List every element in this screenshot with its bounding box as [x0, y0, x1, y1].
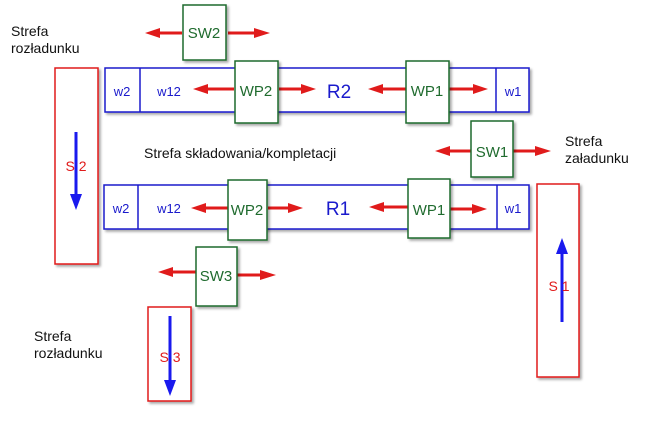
zone-unload-bottom-line2: rozładunku [34, 345, 103, 361]
conveyor-s2-label: S 2 [65, 158, 86, 174]
carriage-r1-wp1: WP1 [407, 178, 451, 239]
conveyor-s2-arrow-head [70, 194, 82, 210]
carriage-r2-wp2: WP2 [234, 60, 279, 124]
switch-sw3-label: SW3 [200, 268, 233, 285]
conveyor-s1-box [536, 183, 580, 378]
arrow-sw1-right [513, 146, 551, 156]
rail-r1-w-right: w1 [504, 201, 522, 216]
arrow-r1-wp2-right [268, 203, 303, 213]
rail-r2-w-right: w1 [504, 84, 522, 99]
arrow-r1-wp1-right [450, 204, 487, 214]
rail-r2-label: R2 [327, 82, 351, 103]
zone-load-label: Strefa załadunku [565, 133, 629, 167]
carriage-r2-wp2-box [234, 60, 279, 124]
conveyor-s1: S 1 [536, 183, 580, 378]
conveyor-s3-label: S 3 [159, 349, 180, 365]
conveyor-s3: S 3 [147, 306, 192, 402]
carriage-r1-wp1-box [407, 178, 451, 239]
arrow-sw1-left [435, 146, 471, 156]
carriage-r2-wp1: WP1 [405, 60, 450, 124]
zone-unload-top-label: Strefa rozładunku [11, 23, 80, 57]
zone-unload-top-line2: rozładunku [11, 40, 80, 56]
zone-load-line2: załadunku [565, 150, 629, 166]
arrow-sw3-right [237, 270, 276, 280]
carriage-r1-wp2-label: WP2 [231, 202, 264, 219]
rail-r1-w-left: w2 [112, 201, 130, 216]
conveyor-s1-arrow-head [556, 238, 568, 254]
rail-r1-label: R1 [326, 199, 350, 220]
carriage-r2-wp1-label: WP1 [411, 83, 444, 100]
zone-load-line1: Strefa [565, 133, 603, 149]
switch-sw2: SW2 [182, 4, 227, 61]
arrow-r2-wp1-left [368, 84, 406, 94]
zone-unload-top-line1: Strefa [11, 23, 49, 39]
arrow-r2-wp1-right [449, 84, 488, 94]
arrow-sw2-right [228, 28, 270, 38]
rail-r2-w-left: w2 [113, 84, 131, 99]
arrow-sw2-left [145, 28, 182, 38]
rail-r1-track [103, 184, 530, 230]
arrow-sw3-left [158, 267, 196, 277]
zone-storage-label: Strefa składowania/kompletacji [144, 145, 337, 161]
rail-r1-w-mid: w12 [156, 201, 181, 216]
arrow-r2-wp2-right [279, 84, 316, 94]
arrow-r1-wp1-left [369, 202, 408, 212]
switch-sw1: SW1 [470, 120, 514, 178]
switch-sw1-box [470, 120, 514, 178]
switch-sw3-box [195, 246, 238, 307]
arrow-r1-wp2-left [191, 203, 228, 213]
conveyor-s2: S 2 [54, 67, 99, 265]
carriage-r2-wp1-box [405, 60, 450, 124]
conveyor-s1-label: S 1 [548, 278, 569, 294]
rail-r2-w-mid: w12 [156, 84, 181, 99]
rail-r1: w2 w12 w1 R1 [103, 184, 530, 230]
carriage-r1-wp2: WP2 [227, 179, 268, 241]
conveyor-s3-arrow-head [164, 380, 176, 396]
switch-sw3: SW3 [195, 246, 238, 307]
carriage-r2-wp2-label: WP2 [240, 83, 273, 100]
zone-unload-bottom-line1: Strefa [34, 328, 72, 344]
switch-sw1-label: SW1 [476, 144, 509, 161]
arrow-r2-wp2-left [193, 84, 234, 94]
switch-sw2-box [182, 4, 227, 61]
carriage-r1-wp2-box [227, 179, 268, 241]
switch-sw2-label: SW2 [188, 25, 221, 42]
zone-unload-bottom-label: Strefa rozładunku [34, 328, 103, 362]
carriage-r1-wp1-label: WP1 [413, 202, 446, 219]
